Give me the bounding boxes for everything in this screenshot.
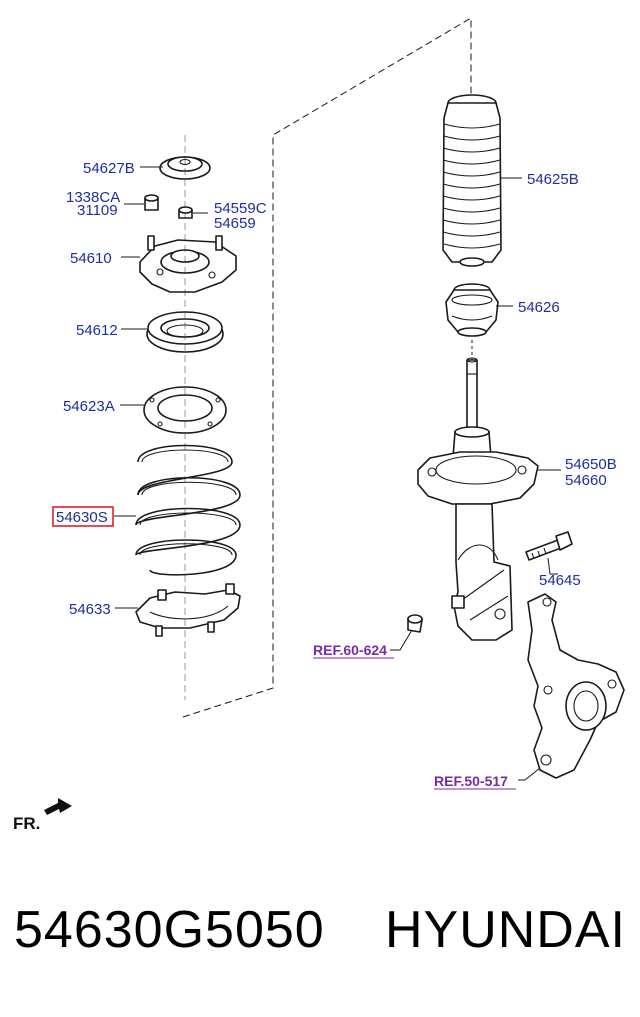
label-54559C: 54559C [214, 200, 267, 217]
part-54626-bump-stopper [445, 283, 499, 337]
label-54650B: 54650B [565, 456, 617, 473]
label-54623A: 54623A [63, 398, 115, 415]
label-54645: 54645 [539, 572, 581, 589]
part-steering-knuckle [527, 593, 625, 779]
exploded-parts-diagram: 54627B 1338CA 31109 54559C 54659 54610 5… [13, 17, 625, 833]
part-54633-lower-pad [135, 583, 241, 637]
assembly-boundary-outline [182, 17, 472, 718]
part-54627B-cap [159, 156, 211, 180]
label-54660: 54660 [565, 472, 607, 489]
leader-lines [114, 166, 561, 781]
part-flange-nut [407, 614, 423, 633]
caption-brand: HYUNDAI [384, 901, 626, 959]
part-1338CA-nut [144, 194, 159, 211]
ref-link-50-517[interactable]: REF.50-517 [434, 773, 508, 789]
part-54623A-spring-pad [143, 386, 227, 434]
part-54625B-dust-boot [442, 94, 502, 267]
part-54612-bearing [146, 311, 224, 353]
part-54650B-strut-assembly [417, 357, 539, 641]
label-54625B: 54625B [527, 171, 579, 188]
front-arrow-icon [44, 798, 72, 815]
label-54626: 54626 [518, 299, 560, 316]
label-54659: 54659 [214, 215, 256, 232]
label-1338CA: 1338CA [66, 189, 120, 206]
label-54612: 54612 [76, 322, 118, 339]
label-31109: 31109 [77, 202, 118, 219]
label-54630S: 54630S [56, 509, 108, 526]
part-54630S-coil-spring [135, 444, 241, 576]
front-direction-label: FR. [13, 814, 40, 833]
part-54645-bolt [525, 531, 573, 561]
ref-link-60-624[interactable]: REF.60-624 [313, 642, 387, 658]
caption-bar: 54630G5050 HYUNDAI [0, 900, 640, 980]
label-54627B: 54627B [83, 160, 135, 177]
highlight-box-54630S [52, 506, 114, 527]
label-54633: 54633 [69, 601, 111, 618]
label-54610: 54610 [70, 250, 112, 267]
part-54559C-nut [178, 206, 193, 219]
part-54610-strut-mount [139, 235, 237, 293]
caption-part-number: 54630G5050 [14, 901, 325, 959]
